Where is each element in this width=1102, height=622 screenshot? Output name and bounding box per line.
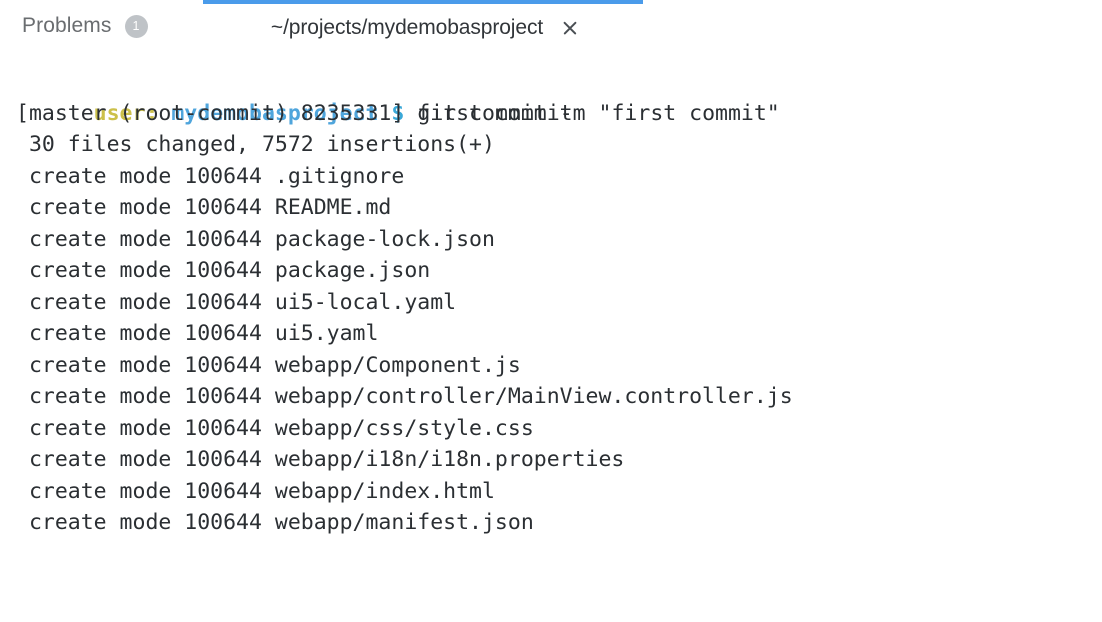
terminal-line: [master (root-commit) 8235331] first com… xyxy=(16,100,573,126)
terminal-line: create mode 100644 .gitignore xyxy=(16,163,405,189)
prompt-path: mydemobasproject xyxy=(171,100,379,126)
terminal-line: create mode 100644 webapp/css/style.css xyxy=(16,415,534,441)
tab-problems-label: Problems xyxy=(22,14,112,37)
terminal-line: 30 files changed, 7572 insertions(+) xyxy=(16,132,495,157)
terminal-line: create mode 100644 webapp/index.html xyxy=(16,478,495,504)
tab-terminal[interactable]: ~/projects/mydemobasproject xyxy=(202,0,643,52)
terminal-line: create mode 100644 README.md xyxy=(16,195,392,220)
prompt-symbol: $ xyxy=(391,100,405,126)
terminal-line: create mode 100644 webapp/controller/Mai… xyxy=(16,384,793,409)
terminal-prompt-line: user: mydemobasproject $ git commit -m "… xyxy=(0,66,1102,126)
terminal-output-lines: [master (root-commit) 8235331] first com… xyxy=(0,98,1102,539)
terminal-line: create mode 100644 webapp/Component.js xyxy=(16,352,521,378)
terminal-line: create mode 100644 package.json xyxy=(16,258,431,283)
prompt-user: user: xyxy=(93,100,159,126)
problems-count-badge: 1 xyxy=(124,14,148,38)
terminal-line: create mode 100644 webapp/manifest.json xyxy=(16,510,534,535)
terminal-output[interactable]: user: mydemobasproject $ git commit -m "… xyxy=(0,52,1102,622)
terminal-line: create mode 100644 package-lock.json xyxy=(16,226,495,252)
close-icon[interactable] xyxy=(561,20,578,37)
panel-tabbar: Problems 1 ~/projects/mydemobasproject xyxy=(0,0,1102,52)
tab-problems[interactable]: Problems 1 xyxy=(0,0,166,52)
prompt-command: git commit -m "first commit" xyxy=(404,100,780,126)
tab-terminal-label: ~/projects/mydemobasproject xyxy=(270,16,544,39)
terminal-line: create mode 100644 webapp/i18n/i18n.prop… xyxy=(16,447,625,472)
terminal-line: create mode 100644 ui5-local.yaml xyxy=(16,289,457,315)
terminal-line: create mode 100644 ui5.yaml xyxy=(16,321,379,346)
